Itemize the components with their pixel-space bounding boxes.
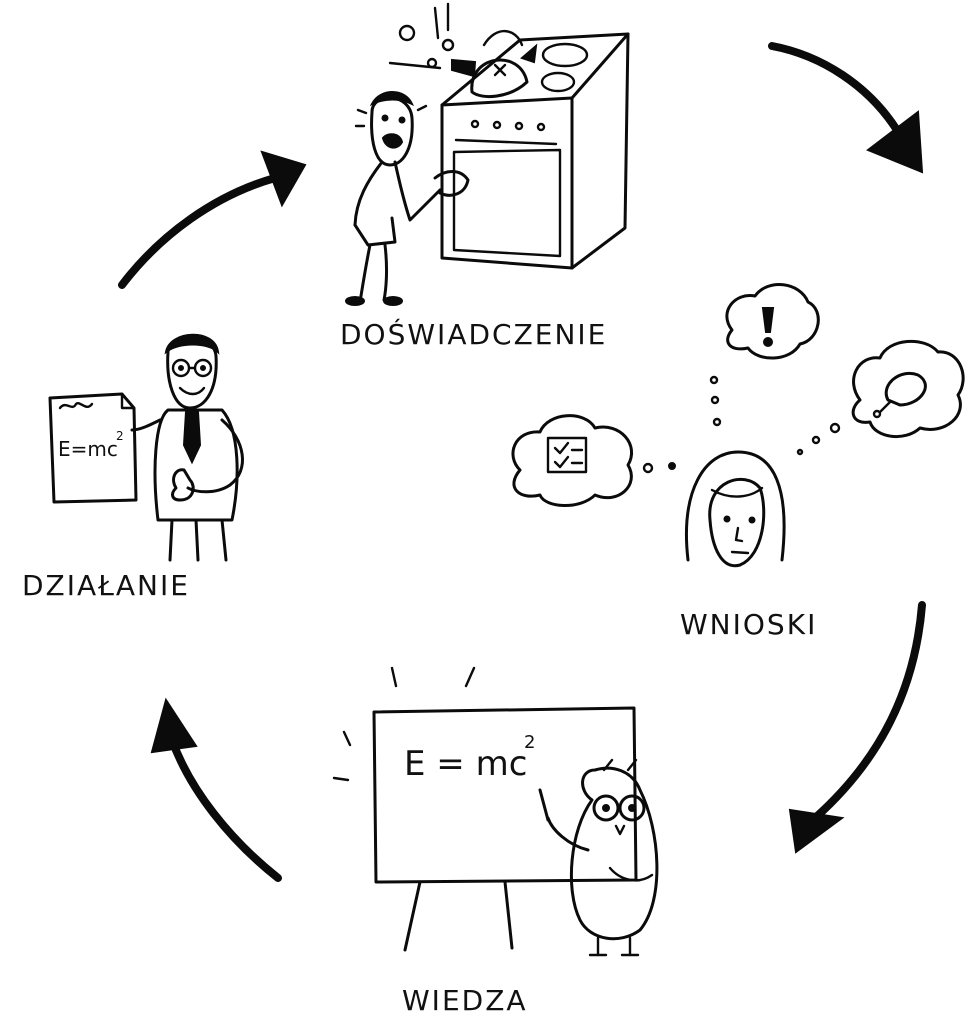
thought-bubble-checklist bbox=[511, 414, 676, 507]
poster-formula: E=mc 2 bbox=[58, 429, 124, 461]
stage-label-conclusions: WNIOSKI bbox=[680, 608, 817, 641]
svg-text:E=mc: E=mc bbox=[58, 437, 118, 461]
svg-text:2: 2 bbox=[524, 732, 535, 753]
presenter-man-icon bbox=[48, 333, 244, 562]
svg-text:2: 2 bbox=[116, 429, 124, 443]
thought-bubble-exclamation bbox=[709, 283, 820, 427]
stove-kettle-icon bbox=[388, 2, 630, 270]
arrow-knowledge-to-action bbox=[150, 697, 282, 882]
stage-label-action: DZIAŁANIE bbox=[22, 569, 190, 602]
svg-text:E = mc: E = mc bbox=[404, 744, 527, 784]
arrow-experience-to-conclusions bbox=[768, 42, 924, 174]
arrow-conclusions-to-knowledge bbox=[788, 601, 926, 854]
stage-label-experience: DOŚWIADCZENIE bbox=[340, 317, 607, 351]
owl-blackboard-icon bbox=[332, 666, 659, 957]
blackboard-formula: E = mc 2 bbox=[404, 732, 535, 784]
thinking-woman-icon bbox=[685, 450, 786, 568]
arrow-action-to-experience bbox=[118, 150, 307, 289]
thought-bubble-chicken-leg bbox=[796, 339, 965, 456]
stage-label-knowledge: WIEDZA bbox=[402, 984, 528, 1017]
scared-man-icon bbox=[345, 91, 470, 306]
